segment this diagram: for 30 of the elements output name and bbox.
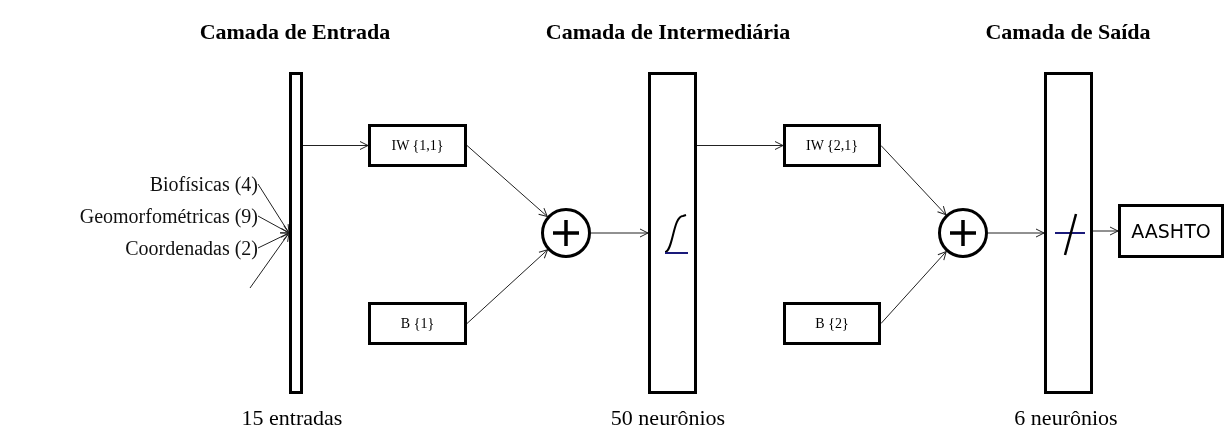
layer-heading: Camada de Entrada xyxy=(199,18,391,46)
output-box: AASHTO xyxy=(1118,204,1224,258)
layer-caption: 50 neurônios xyxy=(610,404,726,432)
arrow xyxy=(466,145,548,217)
arrow xyxy=(1092,226,1119,236)
input-label: Geomorfométricas (9) xyxy=(0,203,258,229)
arrow xyxy=(880,251,947,324)
arrow xyxy=(249,232,290,289)
input-label: Coordenadas (2) xyxy=(60,235,258,261)
arrow xyxy=(590,228,649,238)
weight-box: IW {2,1} xyxy=(783,124,881,167)
weight-box: IW {1,1} xyxy=(368,124,467,167)
arrow xyxy=(880,145,947,216)
layer-heading: Camada de Saída xyxy=(985,18,1151,46)
layer-caption: 15 entradas xyxy=(241,404,343,432)
bias-box: B {2} xyxy=(783,302,881,345)
arrow xyxy=(466,249,549,324)
layer-heading: Camada de Intermediária xyxy=(545,18,791,46)
arrow xyxy=(302,141,369,150)
arrow xyxy=(696,141,784,150)
layer-caption: 6 neurônios xyxy=(1014,404,1118,432)
arrow xyxy=(987,228,1045,238)
input-label: Biofísicas (4) xyxy=(60,171,258,197)
layer-bar xyxy=(1044,72,1093,394)
layer-bar xyxy=(648,72,697,394)
arrow xyxy=(257,215,290,234)
layer-bar xyxy=(289,72,303,394)
bias-box: B {1} xyxy=(368,302,467,345)
arrow xyxy=(257,232,290,249)
arrow xyxy=(257,183,290,234)
